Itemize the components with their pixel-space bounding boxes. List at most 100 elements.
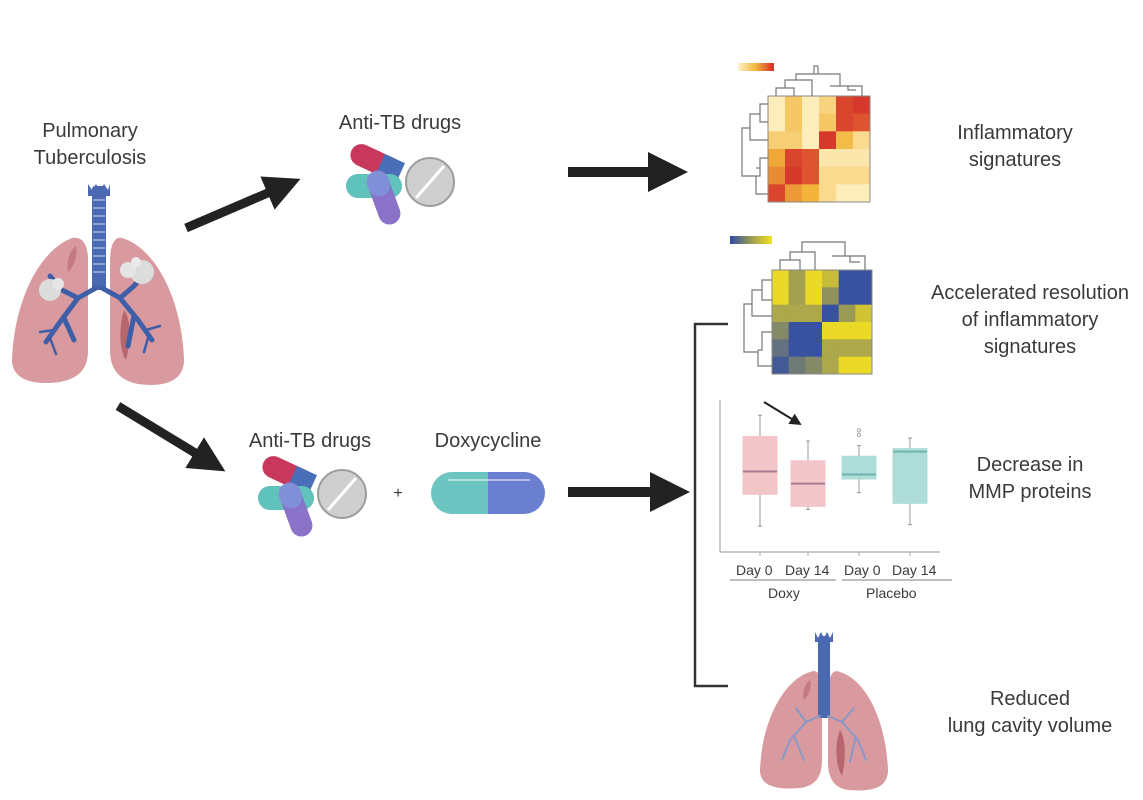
- warm-color-legend: [738, 63, 774, 71]
- warm-heatmap-cell: [819, 96, 837, 115]
- cool-heatmap-cell: [822, 339, 840, 358]
- cool-heatmap-cell: [838, 304, 856, 323]
- warm-heatmap-cell: [819, 166, 837, 185]
- anti-tb-drugs-label: Anti-TB drugs: [338, 112, 462, 134]
- inflammatory-heatmap: [738, 63, 871, 203]
- warm-heatmap-cell: [768, 149, 786, 168]
- warm-heatmap-cell: [802, 184, 820, 203]
- cool-heatmap-cell: [805, 287, 823, 306]
- warm-heatmap-cell: [785, 166, 803, 185]
- decrease-arrow: [763, 401, 802, 426]
- cool-heatmap-cell: [788, 339, 806, 358]
- left-lung: [12, 237, 88, 384]
- warm-heatmap-cell: [785, 113, 803, 132]
- cool-heatmap-cell: [772, 304, 790, 323]
- pulmonary-tb-label: Pulmonary Tuberculosis: [33, 120, 147, 169]
- accelerated-resolution-label: Accelerated resolution of inflammatory s…: [931, 282, 1129, 358]
- tick-label-placebo-day14: Day 14: [892, 562, 937, 578]
- warm-heatmap-cell: [836, 184, 854, 203]
- warm-heatmap-cell: [768, 113, 786, 132]
- cool-heatmap-cell: [788, 287, 806, 306]
- group-label-placebo: Placebo: [866, 585, 917, 601]
- cool-heatmap-cell: [822, 322, 840, 340]
- outcomes-bracket: [693, 322, 728, 688]
- resolution-heatmap: [730, 236, 873, 375]
- box-placebo-day14: [892, 448, 928, 504]
- box-doxy-day0: [742, 435, 778, 495]
- warm-heatmap-cell: [836, 113, 854, 132]
- warm-heatmap-cell: [819, 149, 837, 168]
- doxycycline-capsule-icon: [431, 472, 545, 514]
- warm-heatmap-cell: [785, 96, 803, 115]
- right-lung: [110, 237, 184, 385]
- tick-label-placebo-day0: Day 0: [844, 562, 881, 578]
- warm-heatmap-cell: [853, 166, 871, 185]
- cool-heatmap-cell: [788, 304, 806, 323]
- arrow-to-anti-tb: [184, 176, 301, 233]
- cool-heatmap-cell: [822, 356, 840, 375]
- warm-heatmap-cell: [853, 96, 871, 115]
- cool-heatmap-cell: [805, 270, 823, 288]
- group-label-doxy: Doxy: [768, 585, 800, 601]
- anti-tb-drugs-icon-combo: [258, 456, 367, 537]
- warm-heatmap-cell: [768, 131, 786, 150]
- cool-heatmap-cell: [855, 270, 873, 288]
- warm-heatmap-cell: [853, 184, 871, 203]
- cool-heatmap-cell: [772, 322, 790, 340]
- cool-heatmap-cell: [788, 270, 806, 288]
- warm-heatmap-cell: [802, 113, 820, 132]
- inflammatory-signatures-label: Inflammatory signatures: [957, 122, 1073, 171]
- reduced-cavity-label: Reduced lung cavity volume: [947, 688, 1113, 737]
- cool-heatmap-cell: [855, 322, 873, 340]
- box-placebo-day0: [841, 455, 877, 480]
- cool-heatmap-cell: [838, 287, 856, 306]
- cool-heatmap-cell: [838, 339, 856, 358]
- warm-heatmap-cell: [802, 166, 820, 185]
- cool-heatmap-cell: [772, 339, 790, 358]
- warm-heatmap-cell: [785, 131, 803, 150]
- warm-heatmap-cell: [802, 149, 820, 168]
- warm-heatmap-cell: [802, 131, 820, 150]
- warm-heatmap-cell: [768, 166, 786, 185]
- warm-heatmap-cell: [836, 96, 854, 115]
- tick-label-doxy-day0: Day 0: [736, 562, 773, 578]
- warm-heatmap-cell: [819, 184, 837, 203]
- cool-heatmap-cell: [788, 356, 806, 375]
- warm-heatmap-cell: [785, 149, 803, 168]
- mmp-decrease-label: Decrease in MMP proteins: [968, 454, 1092, 503]
- anti-tb-drugs-icon: [346, 144, 455, 225]
- cool-heatmap-cell: [788, 322, 806, 340]
- cool-heatmap-cell: [838, 356, 856, 375]
- outlier-point: [856, 432, 862, 438]
- mmp-boxplot: [719, 400, 952, 581]
- warm-heatmap-cell: [853, 149, 871, 168]
- cool-heatmap-cell: [838, 322, 856, 340]
- warm-heatmap-cell: [853, 131, 871, 150]
- tb-lungs-illustration: [12, 184, 184, 385]
- trachea: [92, 186, 106, 290]
- outlier-point: [856, 428, 862, 433]
- anti-tb-drugs-combo-label: Anti-TB drugs: [248, 430, 372, 452]
- cool-heatmap-cell: [838, 270, 856, 288]
- cool-heatmap-cell: [822, 287, 840, 306]
- doxycycline-label: Doxycycline: [434, 430, 542, 452]
- warm-heatmap-cell: [802, 96, 820, 115]
- warm-heatmap-cell: [768, 96, 786, 115]
- warm-heatmap-cell: [836, 149, 854, 168]
- cool-heatmap-cell: [822, 270, 840, 288]
- arrow-to-combination: [115, 402, 226, 472]
- cool-color-legend: [730, 236, 772, 244]
- plus-sign: +: [393, 485, 403, 502]
- cool-heatmap-cell: [855, 304, 873, 323]
- warm-heatmap-cell: [785, 184, 803, 203]
- cool-heatmap-cell: [822, 304, 840, 323]
- warm-heatmap-cell: [853, 113, 871, 132]
- tick-label-doxy-day14: Day 14: [785, 562, 830, 578]
- warm-heatmap-cell: [836, 131, 854, 150]
- warm-heatmap-cell: [836, 166, 854, 185]
- cool-heatmap-cell: [805, 322, 823, 340]
- cool-heatmap-cell: [772, 356, 790, 375]
- cool-heatmap-cell: [855, 287, 873, 306]
- cool-heatmap-cell: [805, 304, 823, 323]
